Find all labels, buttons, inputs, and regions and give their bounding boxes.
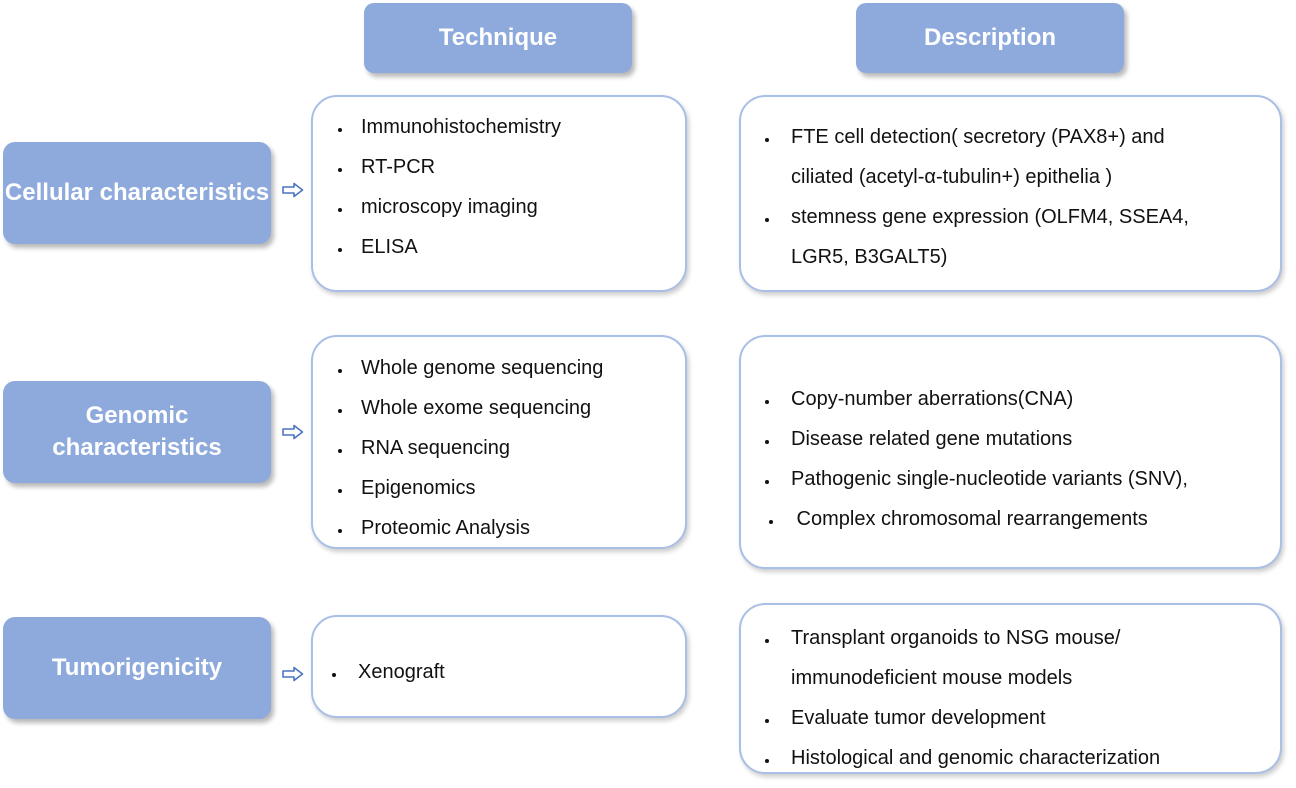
genomic-category: Genomic characteristics xyxy=(3,381,271,483)
tumorigenicity-technique-box: Xenograft xyxy=(311,615,687,718)
list-item: Copy-number aberrations(CNA) xyxy=(741,379,1280,419)
list-item: ELISA xyxy=(313,227,685,267)
technique-list: Whole genome sequencing Whole exome sequ… xyxy=(313,348,685,548)
description-list: Transplant organoids to NSG mouse/immuno… xyxy=(741,618,1280,778)
list-item: Whole exome sequencing xyxy=(313,388,685,428)
list-item: Epigenomics xyxy=(313,468,685,508)
technique-header: Technique xyxy=(364,3,632,73)
list-item: microscopy imaging xyxy=(313,187,685,227)
arrow-right-icon xyxy=(281,662,305,686)
list-item: Immunohistochemistry xyxy=(313,107,685,147)
list-item: FTE cell detection( secretory (PAX8+) an… xyxy=(741,117,1280,197)
list-item: RNA sequencing xyxy=(313,428,685,468)
tumorigenicity-category: Tumorigenicity xyxy=(3,617,271,719)
list-item: Histological and genomic characterizatio… xyxy=(741,738,1280,778)
list-item: Evaluate tumor development xyxy=(741,698,1280,738)
arrow-right-icon xyxy=(281,178,305,202)
technique-list: Immunohistochemistry RT-PCR microscopy i… xyxy=(313,107,685,267)
cellular-technique-box: Immunohistochemistry RT-PCR microscopy i… xyxy=(311,95,687,292)
cellular-category: Cellular characteristics xyxy=(3,142,271,244)
technique-list: Xenograft xyxy=(313,652,685,692)
list-item: Pathogenic single-nucleotide variants (S… xyxy=(741,459,1280,499)
genomic-description-box: Copy-number aberrations(CNA) Disease rel… xyxy=(739,335,1282,569)
list-item: Proteomic Analysis xyxy=(313,508,685,548)
arrow-right-icon xyxy=(281,420,305,444)
genomic-technique-box: Whole genome sequencing Whole exome sequ… xyxy=(311,335,687,549)
list-item: Xenograft xyxy=(313,652,685,692)
list-item: Whole genome sequencing xyxy=(313,348,685,388)
list-item: RT-PCR xyxy=(313,147,685,187)
list-item: Complex chromosomal rearrangements xyxy=(741,499,1280,539)
description-header: Description xyxy=(856,3,1124,73)
cellular-description-box: FTE cell detection( secretory (PAX8+) an… xyxy=(739,95,1282,292)
list-item: Disease related gene mutations xyxy=(741,419,1280,459)
list-item: stemness gene expression (OLFM4, SSEA4,L… xyxy=(741,197,1280,277)
description-list: FTE cell detection( secretory (PAX8+) an… xyxy=(741,117,1280,277)
description-list: Copy-number aberrations(CNA) Disease rel… xyxy=(741,379,1280,539)
tumorigenicity-description-box: Transplant organoids to NSG mouse/immuno… xyxy=(739,603,1282,774)
list-item: Transplant organoids to NSG mouse/immuno… xyxy=(741,618,1280,698)
